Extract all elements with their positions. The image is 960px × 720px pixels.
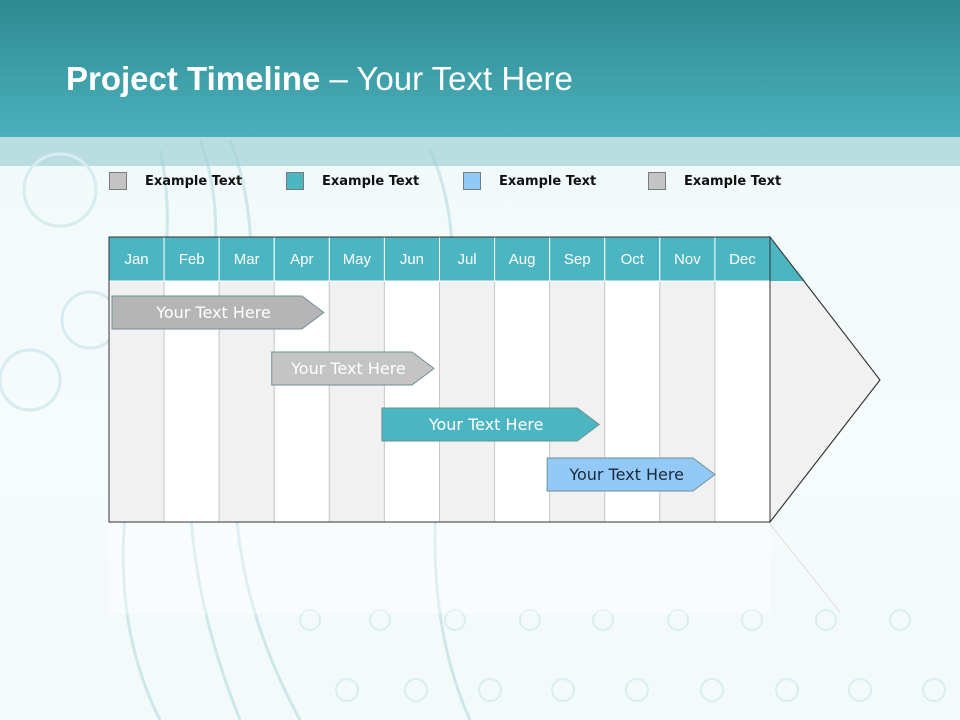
legend-item-3: Example Text — [463, 171, 596, 191]
month-label-dec: Dec — [729, 250, 756, 268]
legend-swatch-2 — [286, 172, 304, 190]
task-bar-label-1: Your Text Here — [156, 303, 271, 322]
task-bar-2 — [271, 351, 435, 386]
month-header-cell — [439, 236, 496, 282]
month-column — [714, 280, 771, 523]
arrow-edge-top — [769, 236, 881, 381]
month-header-cell — [659, 236, 716, 282]
legend-item-4: Example Text — [648, 171, 781, 191]
month-label-apr: Apr — [290, 250, 314, 268]
legend-label-4: Example Text — [684, 173, 782, 189]
month-header-cell — [383, 236, 440, 282]
month-label-aug: Aug — [508, 250, 536, 268]
title-bold: Project Timeline — [66, 60, 321, 97]
task-bar-label-4: Your Text Here — [569, 465, 684, 484]
task-bar-label-2: Your Text Here — [291, 359, 406, 378]
legend-label-2: Example Text — [322, 173, 420, 189]
month-label-sep: Sep — [563, 250, 591, 268]
month-header-cell — [218, 236, 275, 282]
month-column — [383, 280, 440, 523]
legend-swatch-3 — [463, 172, 481, 190]
legend-item-2: Example Text — [286, 171, 419, 191]
task-bar-1 — [111, 295, 325, 330]
month-label-oct: Oct — [620, 250, 644, 268]
month-header-cell — [604, 236, 661, 282]
month-label-nov: Nov — [674, 250, 701, 268]
month-column — [494, 280, 551, 523]
timeline-frame — [108, 236, 771, 523]
legend-item-1: Example Text — [109, 171, 242, 191]
month-header-cell — [494, 236, 551, 282]
task-bar-3 — [381, 407, 601, 442]
legend-swatch-1 — [109, 172, 127, 190]
month-label-jul: Jul — [457, 250, 477, 268]
month-column — [439, 280, 496, 523]
month-label-may: May — [342, 250, 372, 268]
title-rest: – Your Text Here — [320, 60, 573, 97]
month-label-mar: Mar — [233, 250, 260, 268]
month-header-cell — [273, 236, 330, 282]
header-strip — [0, 137, 960, 166]
legend-swatch-4 — [648, 172, 666, 190]
month-label-jun: Jun — [399, 250, 425, 268]
task-bar-label-3: Your Text Here — [428, 415, 544, 434]
month-header-cell — [108, 236, 165, 282]
legend-label-1: Example Text — [145, 173, 243, 189]
month-header-cell — [328, 236, 385, 282]
month-label-jan: Jan — [124, 250, 149, 268]
month-header-cell — [163, 236, 220, 282]
reflection-edge — [769, 523, 841, 613]
month-header-cell — [549, 236, 606, 282]
page-title: Project Timeline – Your Text Here — [66, 60, 573, 98]
month-label-feb: Feb — [178, 250, 205, 268]
arrow-edge-bottom — [769, 379, 881, 523]
month-column — [328, 280, 385, 523]
legend-label-3: Example Text — [499, 173, 597, 189]
timeline-reflection — [109, 524, 770, 614]
task-bar-4 — [546, 457, 716, 492]
header-band — [0, 0, 960, 137]
